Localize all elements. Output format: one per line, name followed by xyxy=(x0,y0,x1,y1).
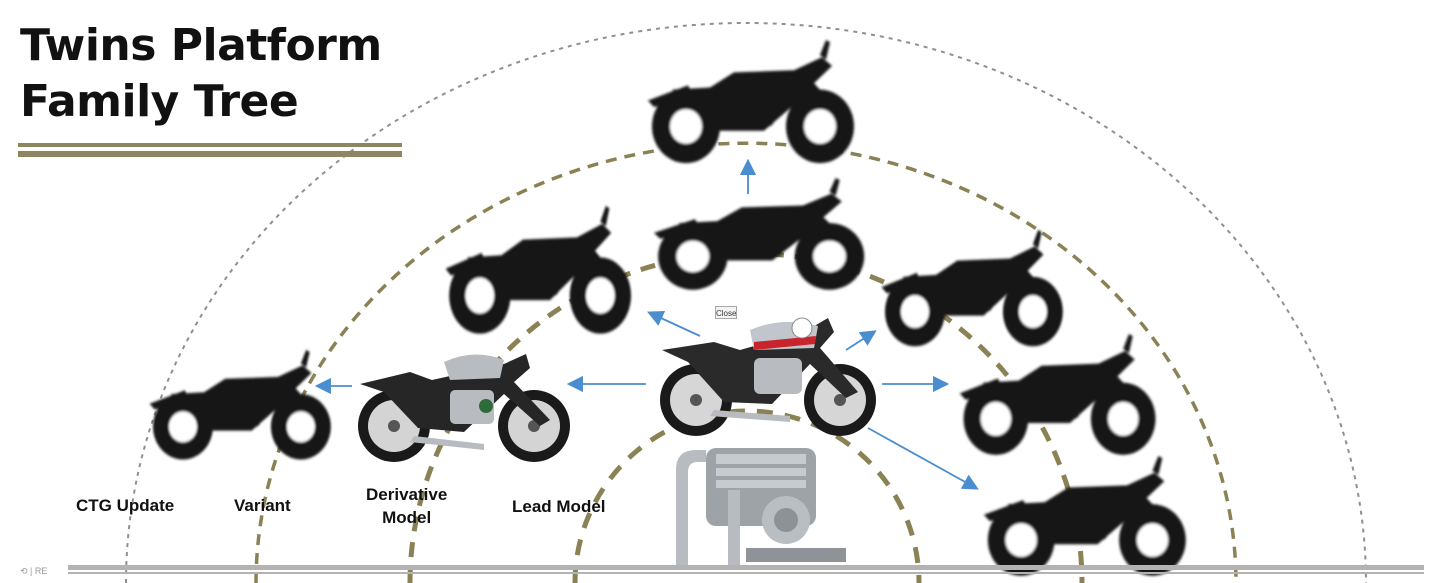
arrow-to-right-upper xyxy=(845,330,877,351)
label-lead-model: Lead Model xyxy=(512,497,606,516)
ring-variant xyxy=(254,141,1238,583)
title-line-2: Family Tree xyxy=(20,76,299,127)
title-line-1: Twins Platform xyxy=(20,20,382,71)
label-ctg-update: CTG Update xyxy=(76,496,175,515)
motorcycle-upper-center xyxy=(654,178,865,290)
arrow-to-right-lower xyxy=(867,427,979,490)
label-derivative-model: Derivative Model xyxy=(366,483,447,529)
title-underline-top xyxy=(18,143,402,147)
close-button[interactable]: Close xyxy=(715,306,737,319)
page-title: Twins Platform Family Tree xyxy=(20,18,382,130)
motorcycle-far-left xyxy=(149,350,331,460)
engine-icon xyxy=(676,448,846,570)
footer-bar xyxy=(68,565,1424,570)
motorcycle-lead-model xyxy=(660,317,876,436)
footer-bar-thin xyxy=(68,572,1424,574)
motorcycle-upper-left xyxy=(445,206,631,334)
label-derivative-line-1: Derivative xyxy=(366,485,448,504)
label-variant: Variant xyxy=(234,496,291,515)
label-derivative-line-2: Model xyxy=(382,508,432,527)
motorcycle-right-upper xyxy=(881,230,1063,347)
title-underline-bottom xyxy=(18,151,402,157)
motorcycle-derivative-model xyxy=(358,354,570,462)
footer-logo: ⟲ | RE xyxy=(20,566,48,576)
motorcycle-right-lower xyxy=(983,456,1186,576)
arrow-to-upper-left xyxy=(647,311,701,337)
ring-lead-model xyxy=(572,408,922,583)
ring-ctg-update xyxy=(125,22,1367,583)
motorcycle-top xyxy=(648,40,854,164)
